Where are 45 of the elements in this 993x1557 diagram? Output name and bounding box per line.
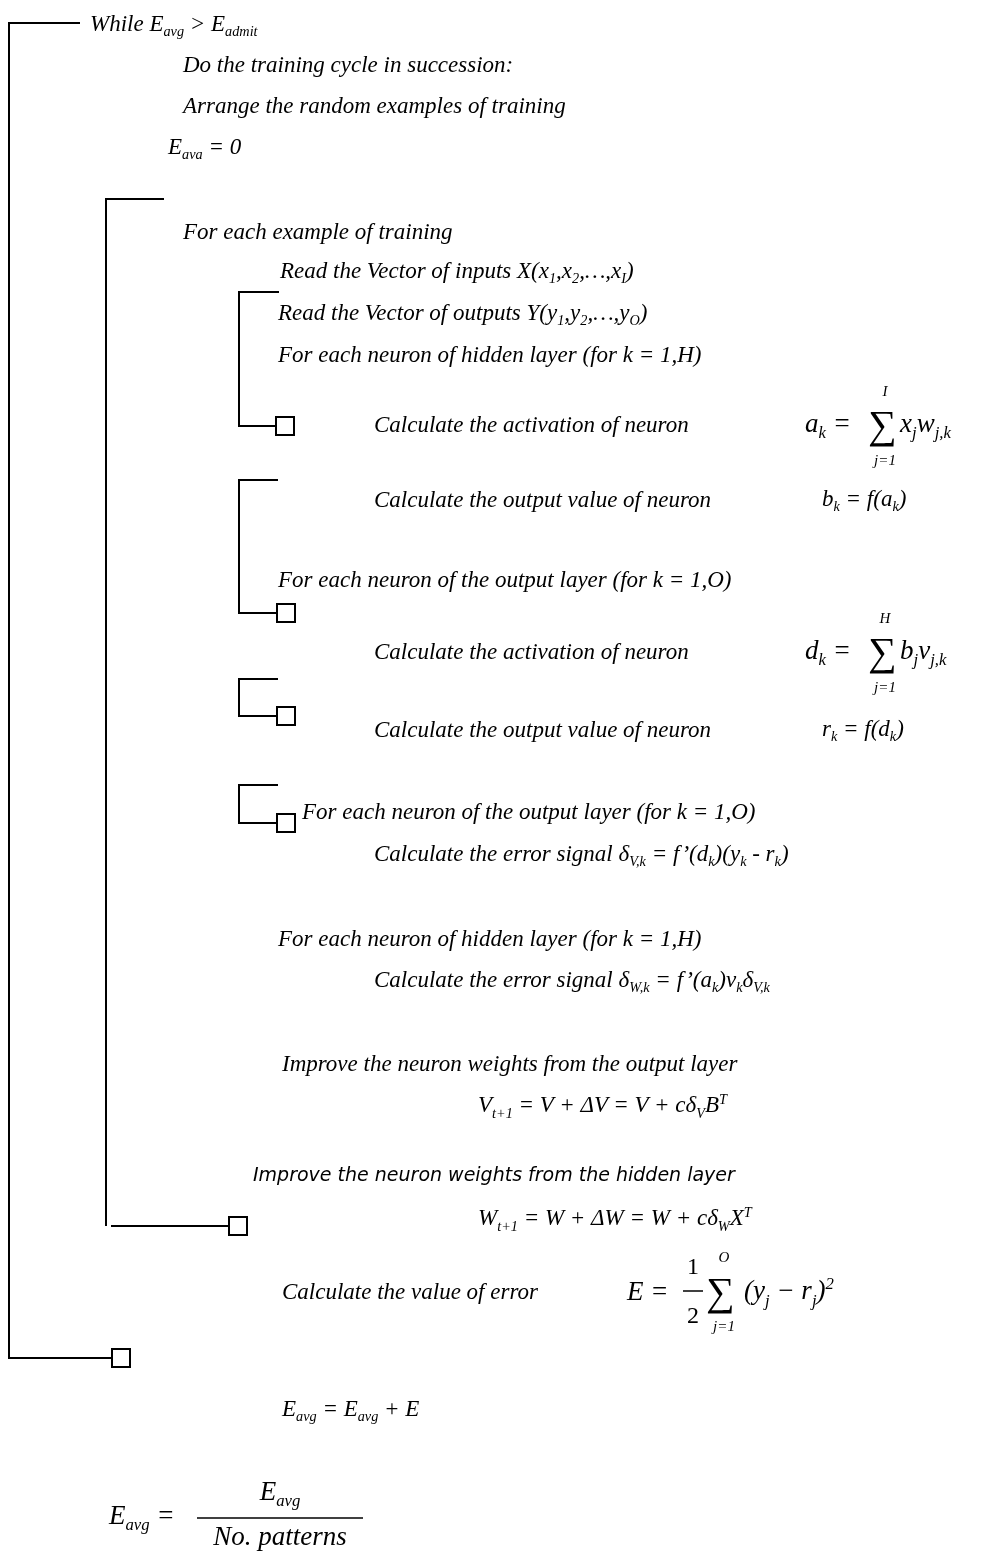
sum-limit: H <box>879 610 891 628</box>
formula: r$_{k}$ = f(d$_{k}$) <box>822 715 904 745</box>
pseudo-code-line: Improve the neuron weights from the hidden layer <box>253 1164 735 1186</box>
formula: d$_{k}$ = <box>805 634 851 670</box>
pseudo-code-line: Read the Vector of outputs Y(y$_{1}$,y$_{2}$,…,y$_{O}$) <box>278 299 648 329</box>
sum-limit: O <box>718 1249 730 1267</box>
loop-heading: For each example of training <box>183 218 453 246</box>
sum-limit: j=1 <box>713 1318 735 1336</box>
pseudo-code-line: Arrange the random examples of training <box>183 92 566 120</box>
formula: a$_{k}$ = <box>805 407 851 443</box>
fraction-denominator: No. patterns <box>213 1521 347 1553</box>
sum-limit: j=1 <box>874 679 896 697</box>
pseudo-code-line: Calculate the output value of neuron <box>374 716 712 744</box>
formula: E$_{avg}$ = E$_{avg}$ + E <box>282 1395 420 1425</box>
loop-heading: For each neuron of hidden layer (for k = 1,H) <box>278 341 702 369</box>
sum-limit: I <box>882 383 888 401</box>
pseudo-code-line: Calculate the value of error <box>282 1278 538 1306</box>
pseudo-code-line: Calculate the activation of neuron <box>374 638 689 666</box>
loop-heading: While E$_{avg}$ > E$_{admit}$ <box>90 10 258 40</box>
loop-heading: For each neuron of the output layer (for k = 1,O) <box>302 798 756 826</box>
fraction-numerator: E$_{avg}$ <box>259 1475 301 1511</box>
pseudo-code-line: Calculate the output value of neuron <box>374 486 712 514</box>
formula: x$_{j}$w$_{j,k}$ <box>900 407 951 443</box>
pseudo-code-line: Calculate the error signal δ$_{V,k}$ = f’(d$_{k}$)(y$_{k}$ - r$_{k}$) <box>374 840 789 870</box>
formula: b$_{k}$ = f(a$_{k}$) <box>822 485 907 515</box>
fraction-numerator: 1 <box>687 1253 699 1281</box>
sum-sign: ∑ <box>706 1269 735 1315</box>
fraction-denominator: 2 <box>687 1302 699 1330</box>
pseudo-code-line: Do the training cycle in succession: <box>183 51 514 79</box>
formula: V$_{t+1}$ = V + ΔV = V + cδ$_{V}$B$^{T}$ <box>478 1090 727 1122</box>
sum-limit: j=1 <box>874 452 896 470</box>
formula: (y$_{j}$ − r$_{j}$)$^{2}$ <box>744 1274 834 1310</box>
formula: E$_{avg}$ = <box>109 1499 175 1535</box>
formula: b$_{j}$v$_{j,k}$ <box>900 634 947 670</box>
formula: E$_{ava}$ = 0 <box>168 133 242 163</box>
pseudo-code-line: Calculate the error signal δ$_{W,k}$ = f’(a$_{k}$)v$_{k}$δ$_{V,k}$ <box>374 966 770 996</box>
pseudo-code-line: Improve the neuron weights from the output layer <box>282 1050 738 1078</box>
loop-heading: For each neuron of hidden layer (for k = 1,H) <box>278 925 702 953</box>
loop-heading: For each neuron of the output layer (for k = 1,O) <box>278 566 732 594</box>
pseudo-code-line: Read the Vector of inputs X(x$_{1}$,x$_{2}$,…,x$_{I}$) <box>280 257 634 287</box>
sum-sign: ∑ <box>868 629 897 675</box>
pseudo-code-line: Calculate the activation of neuron <box>374 411 689 439</box>
sum-sign: ∑ <box>868 402 897 448</box>
formula: W$_{t+1}$ = W + ΔW = W + cδ$_{W}$X$^{T}$ <box>478 1203 752 1235</box>
formula: E = <box>627 1276 669 1308</box>
